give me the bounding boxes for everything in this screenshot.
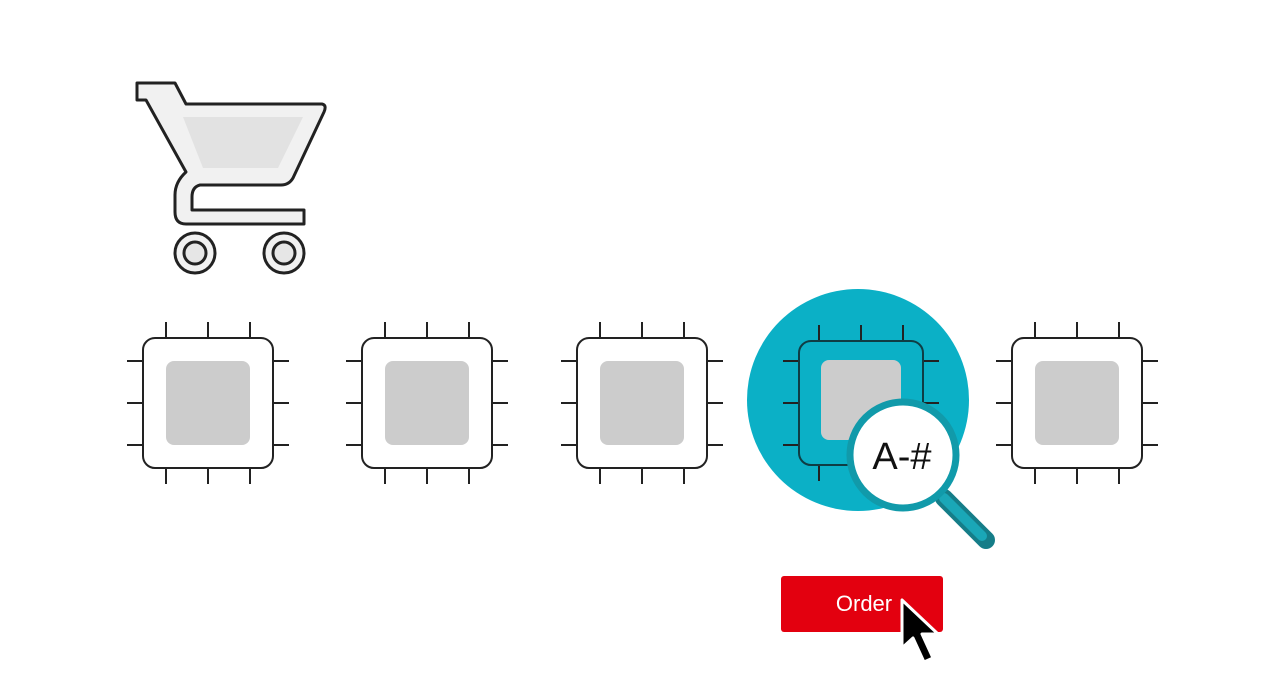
- microchip-icon: [127, 322, 289, 484]
- magnifier-code-label: A-#: [872, 436, 931, 478]
- microchip-icon: [346, 322, 508, 484]
- magnifying-glass-icon: A-#: [846, 398, 995, 549]
- shopping-cart-icon: [135, 81, 327, 275]
- microchip-icon: [561, 322, 723, 484]
- microchip-icon: [996, 322, 1158, 484]
- mouse-pointer-icon: [900, 598, 940, 664]
- chip-row: [127, 322, 1158, 484]
